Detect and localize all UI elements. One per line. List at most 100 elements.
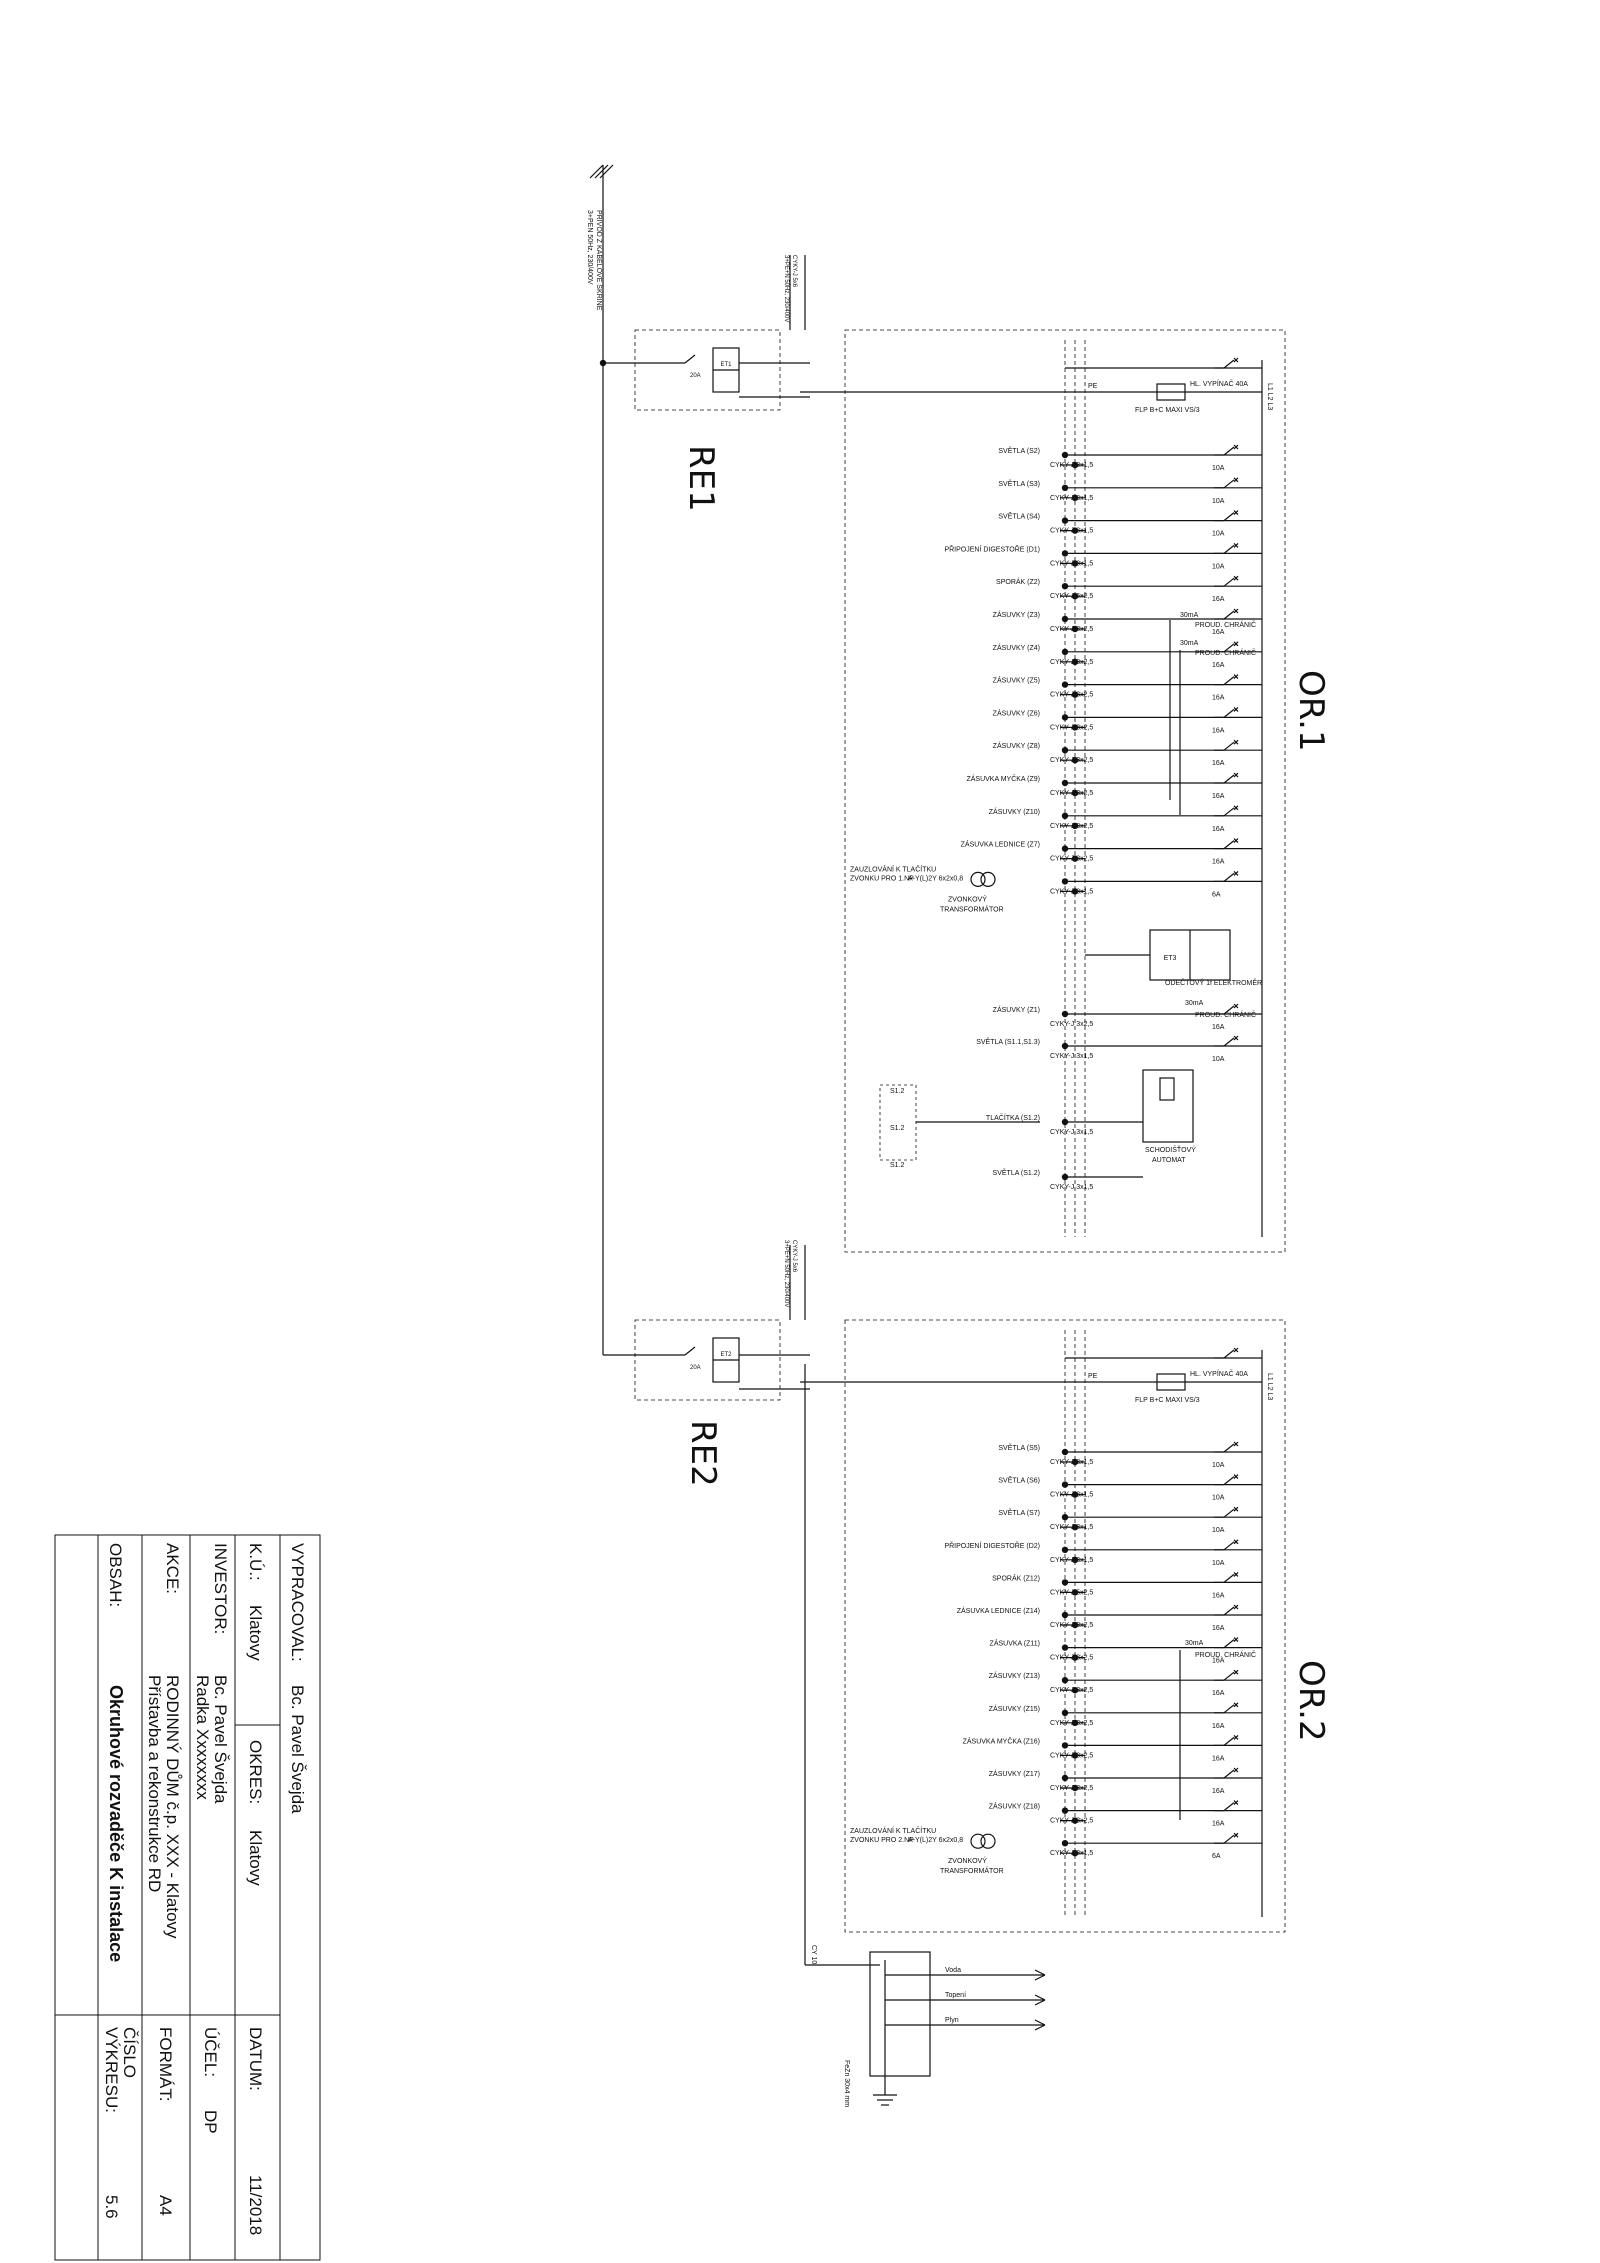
breaker-cross <box>1233 838 1239 844</box>
spd-label: FLP B+C MAXI VS/3 <box>1135 1397 1200 1404</box>
incoming-label: 3+PEN 50Hz, 230/400V <box>586 210 593 285</box>
rcd-label: PROUD. CHRÁNIČ <box>1195 1650 1256 1659</box>
incoming-label: PŘÍVOD Z KABELOVÉ SKŘÍNĚ <box>595 210 604 311</box>
automat-label: SCHODIŠŤOVÝ <box>1145 1145 1196 1154</box>
circuit-cable: CYKY-J 3x1,5 <box>1050 1557 1093 1564</box>
circuit-name: ZÁSUVKA LEDNICE (Z14) <box>957 1606 1040 1615</box>
breaker-rating: 16A <box>1212 1788 1225 1795</box>
circuit-name: SVĚTLA (S1.2) <box>993 1168 1040 1177</box>
junction-dot <box>1061 1611 1069 1619</box>
main-switch-label: HL. VYPÍNAČ 40A <box>1190 1369 1248 1378</box>
circuit-cable: CYKY-J 3x2,5 <box>1050 1785 1093 1792</box>
breaker-rating: 10A <box>1212 1495 1225 1502</box>
title-block-text: Bc. Pavel Švejda <box>211 1675 230 1804</box>
junction-dot <box>1061 1644 1069 1651</box>
junction-dot <box>1061 714 1069 721</box>
breaker-cross <box>1233 1035 1239 1041</box>
circuit-cable: CYKY-J 3x2,5 <box>1050 856 1093 863</box>
breaker-rating: 16A <box>1212 1592 1225 1599</box>
circuit-name: ZÁSUVKY (Z3) <box>993 610 1040 619</box>
circuit-cable: CYKY-J 3x2,5 <box>1050 692 1093 699</box>
rcd-label: PROUD. CHRÁNIČ <box>1195 648 1256 657</box>
junction-dot <box>1071 1556 1079 1564</box>
circuit-cable: CYKY-J 3x1,5 <box>1050 1053 1093 1060</box>
re2-breaker-label: 20A <box>690 1365 701 1371</box>
breaker-contact <box>1223 577 1235 587</box>
breaker-rating: 10A <box>1212 1056 1225 1063</box>
breaker-rating: 10A <box>1212 1560 1225 1567</box>
relay-coil <box>1159 1077 1175 1101</box>
breaker-contact <box>1223 676 1235 686</box>
breaker-contact <box>1223 1349 1235 1359</box>
pushbutton-group <box>879 1084 917 1161</box>
breaker-cross <box>1233 805 1239 811</box>
junction-dot <box>1071 1654 1079 1661</box>
junction-dot <box>1061 1042 1069 1050</box>
breaker-rating: 16A <box>1212 1755 1225 1762</box>
breaker-contact <box>684 354 696 364</box>
arrow-head <box>1034 1969 1046 1976</box>
junction-dot <box>1071 625 1079 633</box>
breaker-cross <box>1233 1669 1239 1675</box>
breaker-cross <box>1233 706 1239 712</box>
submeter-label: ODEČTOVÝ 1f ELEKTROMĚR <box>1165 978 1262 987</box>
circuit-cable: CYKY-J 3x2,5 <box>1050 1687 1093 1694</box>
or1-title: OR.1 <box>1291 670 1331 752</box>
transformer-label: TRANSFORMÁTOR <box>940 1866 1004 1875</box>
title-block-text: Klatovy <box>246 1830 265 1886</box>
feeder-label: 3+PE+N 50Hz, 230/400V <box>783 255 789 322</box>
junction-dot <box>1061 1118 1069 1126</box>
junction-dot <box>1071 1524 1079 1531</box>
breaker-contact <box>1223 872 1235 882</box>
or2-title: OR.2 <box>1291 1660 1331 1742</box>
junction-dot <box>1071 1491 1079 1498</box>
phase-label: L1 L2 L3 <box>1266 383 1273 410</box>
circuit-name: ZÁSUVKY (Z6) <box>993 708 1040 717</box>
breaker-contact <box>1223 1476 1235 1486</box>
breaker-rating: 16A <box>1212 793 1225 800</box>
circuit-cable: CYKY-J 3x2,5 <box>1050 626 1093 633</box>
circuit-name: SPORÁK (Z12) <box>992 1573 1040 1582</box>
circuit-cable: CYKY-J 3x2,5 <box>1050 757 1093 764</box>
junction-dot <box>1061 1807 1069 1814</box>
spd-label: FLP B+C MAXI VS/3 <box>1135 407 1200 414</box>
bell-label: ZVONKU PRO 2.NP <box>850 1837 914 1844</box>
breaker-rating: 10A <box>1212 465 1225 472</box>
breaker-rating: 16A <box>1212 1625 1225 1632</box>
breaker-rating: 16A <box>1212 695 1225 702</box>
breaker-cross <box>1233 1539 1239 1545</box>
title-block-text: A4 <box>156 2195 175 2216</box>
junction-dot <box>1061 648 1069 655</box>
pushbutton-cable: CYKY-J 3x1,5 <box>1050 1129 1093 1136</box>
breaker-cross <box>1233 1474 1239 1480</box>
circuit-cable: CYKY-J 3x1,5 <box>1050 1492 1093 1499</box>
breaker-rating: 16A <box>1212 662 1225 669</box>
bell-label: ZVONKU PRO 1.NP <box>850 875 914 882</box>
pe-cable-label: CY 10 <box>810 1945 817 1964</box>
breaker-contact <box>1223 1037 1235 1047</box>
junction-dot <box>1061 812 1069 819</box>
or1-board-frame <box>844 329 1286 1253</box>
circuit-cable: CYKY-J 3x1,5 <box>1050 1184 1093 1191</box>
circuit-name: ZÁSUVKY (Z15) <box>989 1704 1040 1713</box>
circuit-name: ZÁSUVKA LEDNICE (Z7) <box>961 840 1040 849</box>
junction-dot <box>1071 1621 1079 1629</box>
breaker-contact <box>1223 1671 1235 1681</box>
breaker-cross <box>1233 608 1239 614</box>
re1-box <box>634 329 781 411</box>
re2-meter: ET2 <box>720 1352 732 1358</box>
pushbutton-label: TLAČÍTKA (S1.2) <box>986 1113 1040 1122</box>
breaker-contact <box>1223 359 1235 369</box>
pe-label: PE <box>1088 1373 1098 1380</box>
breaker-contact <box>1223 708 1235 718</box>
circuit-cable: CYKY-J 3x1,5 <box>1050 462 1093 469</box>
breaker-rating: 16A <box>1212 1690 1225 1697</box>
junction-dot <box>1061 550 1069 557</box>
circuit-cable: CYKY-J 3x2,5 <box>1050 1752 1093 1759</box>
breaker-cross <box>1233 641 1239 647</box>
junction-dot <box>1071 757 1079 764</box>
breaker-cross <box>1233 1637 1239 1643</box>
circuit-cable: CYKY-J 3x1,5 <box>1050 1524 1093 1531</box>
breaker-contact <box>1223 544 1235 554</box>
